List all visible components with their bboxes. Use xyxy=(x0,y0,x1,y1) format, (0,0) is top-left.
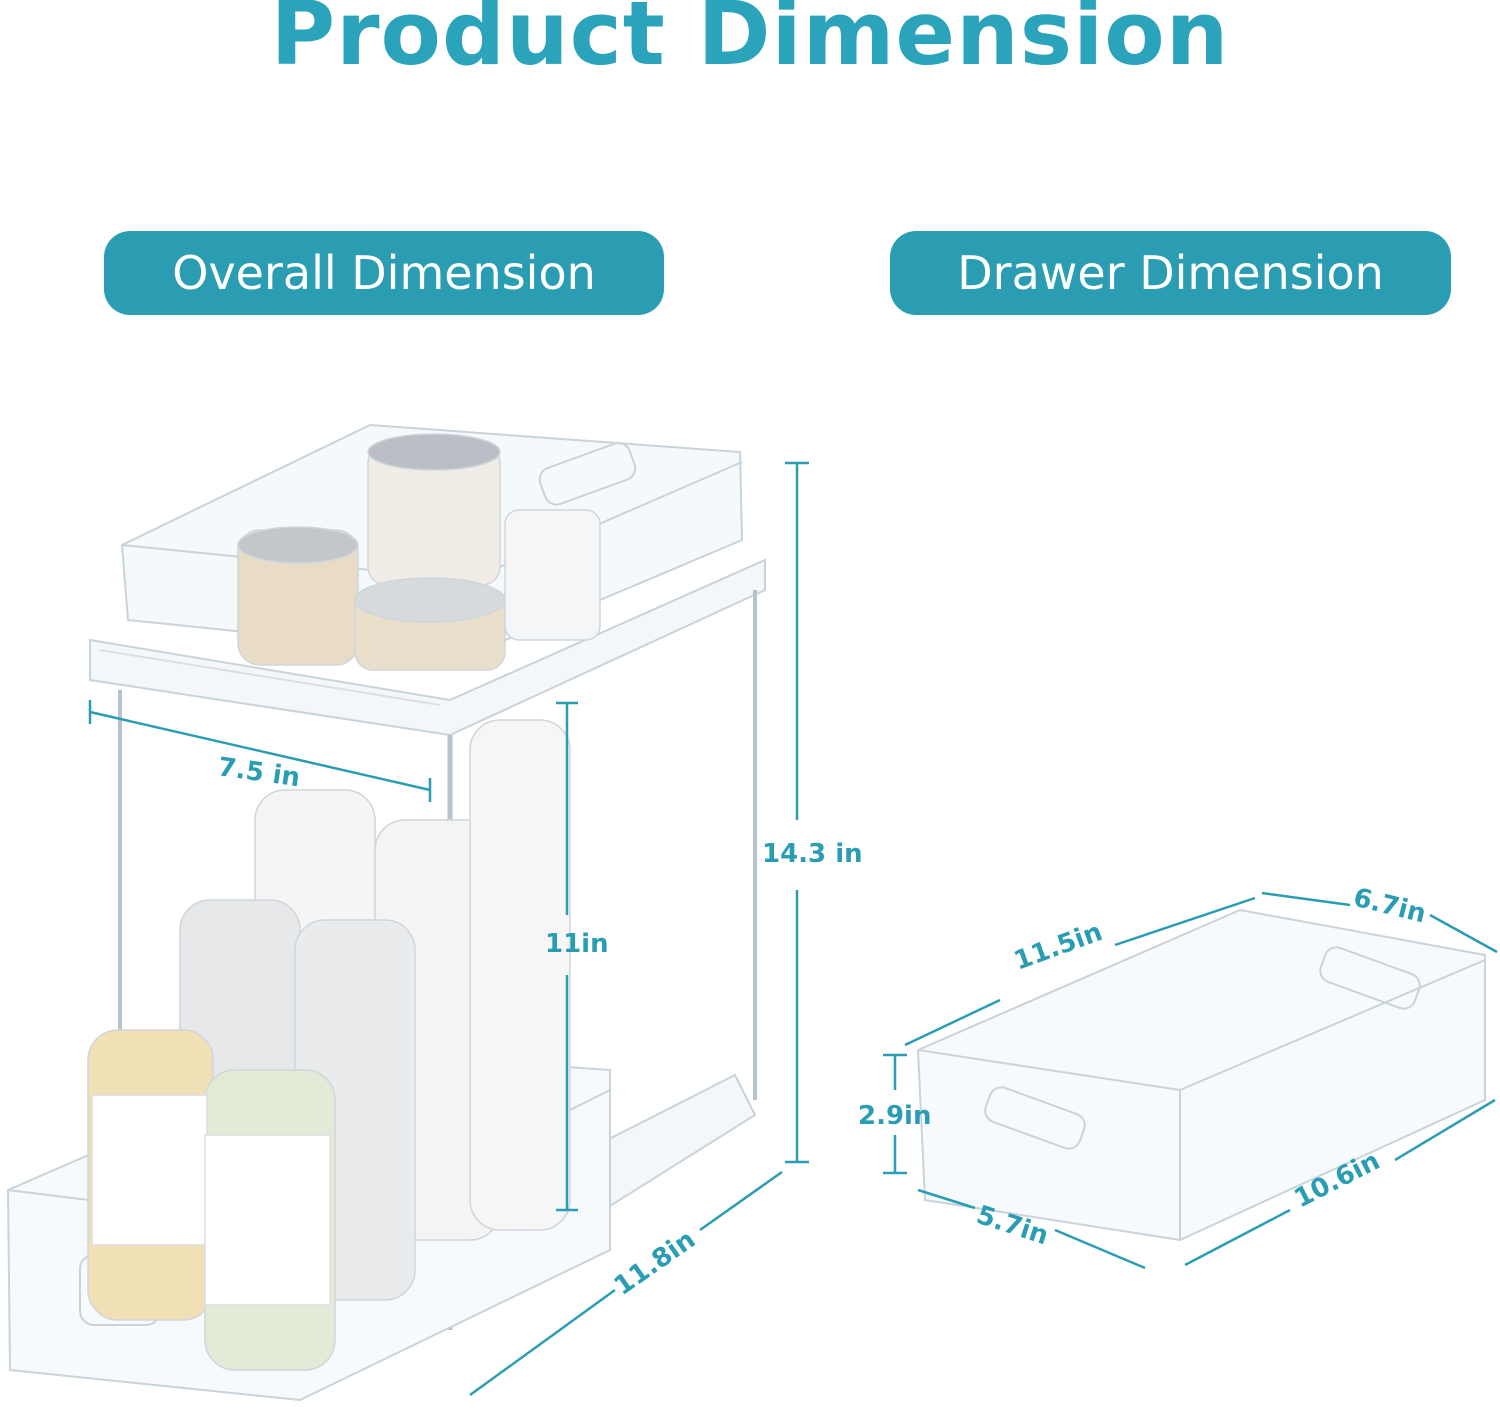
toiletries-illustration xyxy=(87,433,601,1371)
overall-dimension-label: Overall Dimension xyxy=(172,246,596,300)
drawer-length-top-label: 11.5in xyxy=(1010,917,1106,977)
page-title: Product Dimension xyxy=(270,0,1230,85)
overall-depth-label: 11.8in xyxy=(609,1225,701,1302)
drawer-width-top-label: 6.7in xyxy=(1350,883,1429,930)
lower-height-label: 11in xyxy=(545,929,609,959)
drawer-dimension-label: Drawer Dimension xyxy=(957,246,1384,300)
drawer-dimension-badge: Drawer Dimension xyxy=(890,231,1451,315)
dimension-lines xyxy=(88,461,1498,1397)
drawer-illustration xyxy=(916,908,1486,1242)
overall-dimension-badge: Overall Dimension xyxy=(104,231,664,315)
drawer-height-label: 2.9in xyxy=(858,1101,931,1131)
overall-height-label: 14.3 in xyxy=(762,839,863,869)
